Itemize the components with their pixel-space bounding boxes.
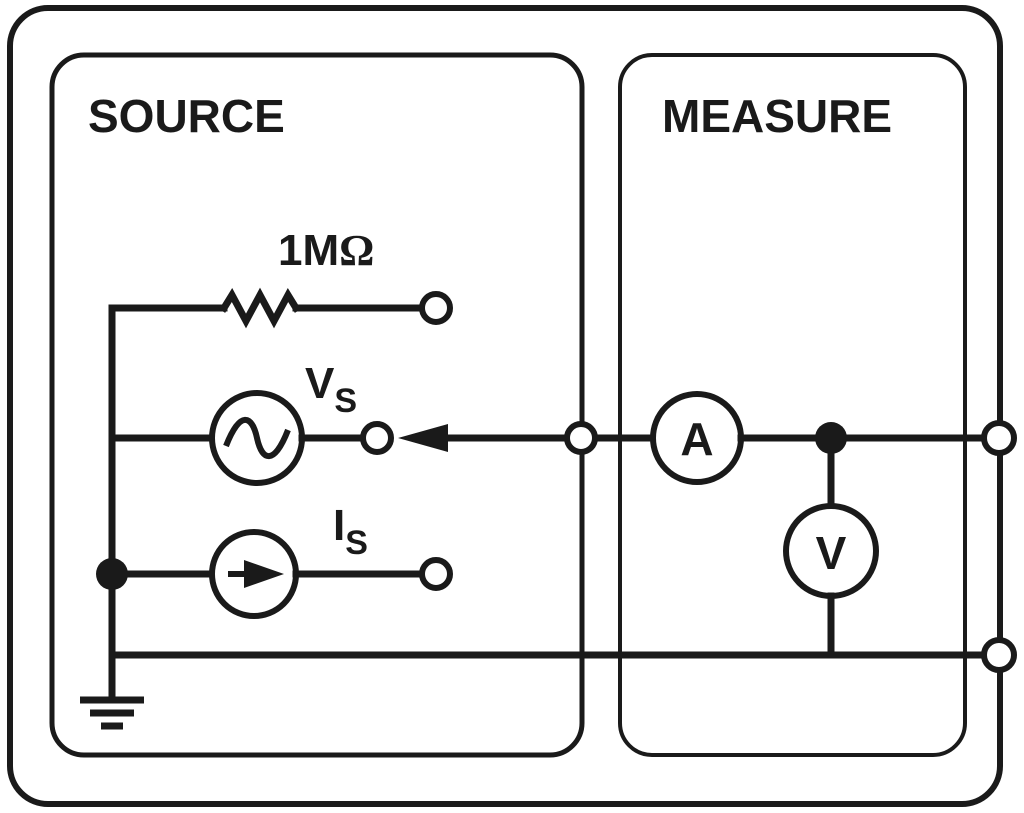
resistor-branch: 1MΩ [108, 226, 453, 329]
source-title: SOURCE [88, 90, 285, 142]
current-source-terminal [419, 557, 453, 591]
junction-dot [96, 558, 128, 590]
ammeter-label: A [680, 413, 713, 465]
voltage-source-label: VS [305, 359, 357, 420]
measure-block [618, 53, 967, 757]
source-output-terminal [564, 421, 598, 455]
source-block [49, 52, 585, 758]
source-selector [398, 424, 570, 452]
voltage-source-terminal [360, 421, 394, 455]
sine-wave-icon [223, 417, 291, 459]
resistor-terminal [419, 291, 453, 325]
output-hi-terminal[interactable] [981, 420, 1017, 456]
current-source-branch: IS [108, 501, 453, 619]
measure-title: MEASURE [662, 90, 892, 142]
resistor-icon [219, 287, 301, 329]
ground-icon [80, 696, 144, 730]
voltage-source-branch: VS [108, 359, 394, 486]
voltmeter-label: V [816, 527, 847, 579]
current-source-label: IS [333, 501, 368, 562]
resistor-label: 1MΩ [278, 226, 374, 275]
current-direction-arrow-icon [244, 560, 284, 588]
instrument-enclosure [7, 5, 1003, 807]
selector-arrow-icon [398, 424, 448, 452]
output-lo-terminal[interactable] [981, 637, 1017, 673]
